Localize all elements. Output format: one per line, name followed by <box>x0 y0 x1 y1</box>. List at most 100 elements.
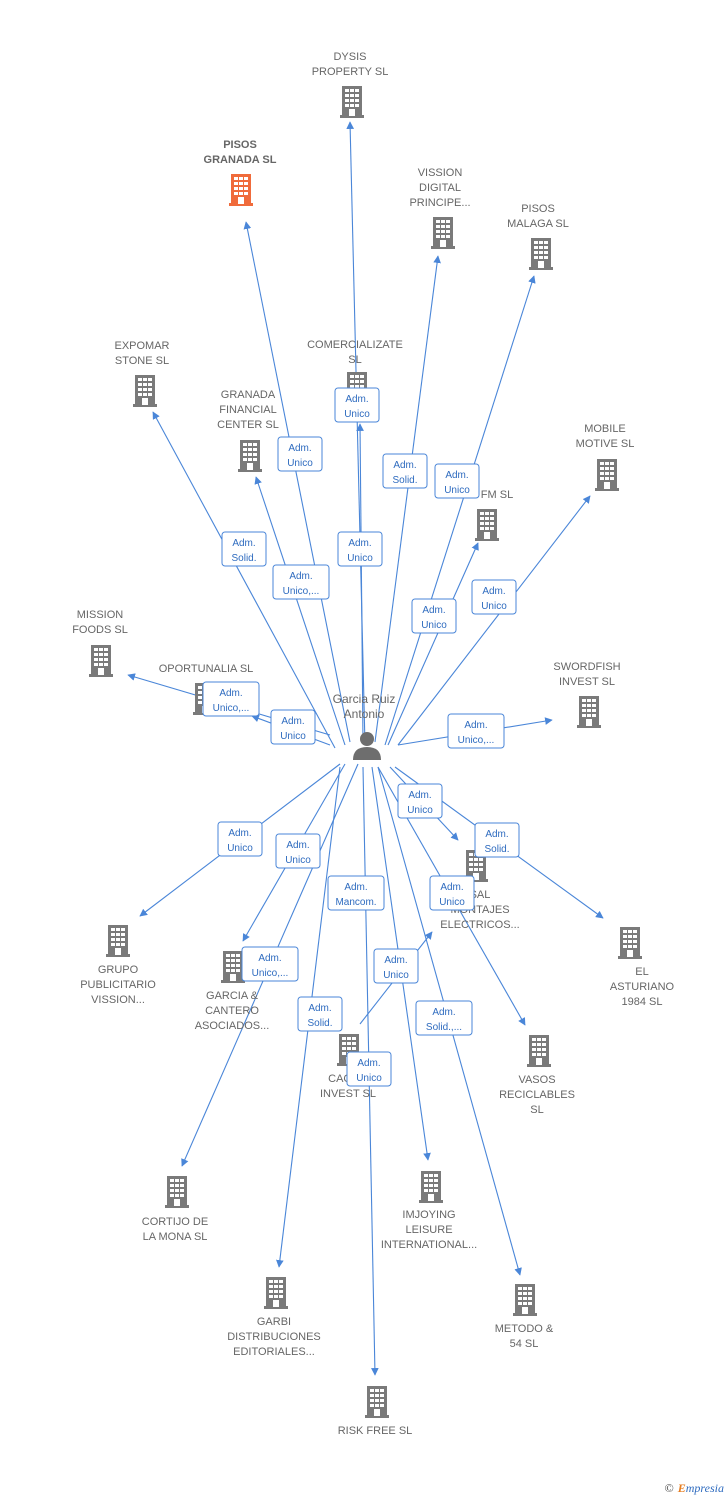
company-name-line: 1984 SL <box>622 996 663 1008</box>
role-badge-garbi: Adm.Solid. <box>297 996 343 1032</box>
role-text: Solid. <box>484 844 509 855</box>
company-node-oportunalia[interactable]: OPORTUNALIA SL <box>159 663 254 715</box>
company-node-metodo[interactable]: METODO &54 SL <box>495 1284 554 1350</box>
role-badge-comercializate: Adm.Unico <box>337 531 383 567</box>
role-text: Unico,... <box>283 586 320 597</box>
role-badge-box <box>337 531 383 567</box>
company-name-line: VISSION... <box>91 994 145 1006</box>
company-node-imjoying[interactable]: IMJOYINGLEISUREINTERNATIONAL... <box>381 1171 477 1251</box>
company-node-grupo-publicitario[interactable]: GRUPO PUBLICITARIO VISSION... <box>80 925 156 1006</box>
role-text: Unico <box>407 805 433 816</box>
role-text: Adm. <box>232 538 255 549</box>
role-text: Adm. <box>288 443 311 454</box>
role-text: Unico <box>285 855 311 866</box>
company-name-line: SWORDFISH <box>553 661 620 673</box>
company-node-sal-montajes[interactable]: SALMONTAJESELECTRICOS... <box>440 850 520 931</box>
company-node-vission-digital[interactable]: VISSIONDIGITALPRINCIPE... <box>409 167 471 249</box>
role-badge-box <box>217 821 263 857</box>
role-text: Adm. <box>393 460 416 471</box>
role-badge-box <box>474 822 520 858</box>
role-text: Adm. <box>345 394 368 405</box>
role-badge-garcia-cantero: Adm.Unico <box>275 833 321 869</box>
building-icon <box>529 238 553 270</box>
company-name-line: PUBLICITARIO <box>80 979 156 991</box>
role-text: Unico <box>344 409 370 420</box>
company-name-line: IMJOYING <box>402 1209 455 1221</box>
company-name-line: EXPOMAR <box>114 340 169 352</box>
brand-name: mpresia <box>685 1481 724 1495</box>
role-text: Adm. <box>422 605 445 616</box>
role-text: Adm. <box>482 586 505 597</box>
role-text: Adm. <box>228 828 251 839</box>
center-node[interactable]: Garcia Ruiz Antonio <box>333 692 396 760</box>
person-icon <box>353 732 381 760</box>
building-icon <box>618 927 642 959</box>
role-badge-box <box>241 946 299 982</box>
role-text: Unico,... <box>252 968 289 979</box>
role-badge-box <box>415 1000 473 1036</box>
role-badge-cortijo: Adm.Unico,... <box>241 946 299 982</box>
role-badge-mobile-motive: Adm. Unico <box>471 579 517 615</box>
company-node-dysis[interactable]: DYSIS PROPERTY SL <box>312 51 389 118</box>
role-text: Adm. <box>308 1003 331 1014</box>
role-text: Unico <box>383 970 409 981</box>
company-name-line: ASOCIADOS... <box>195 1020 270 1032</box>
company-node-garcia-cantero[interactable]: GARCIA &CANTEROASOCIADOS... <box>195 951 270 1032</box>
role-text: Unico <box>481 601 507 612</box>
building-icon <box>165 1176 189 1208</box>
role-badge-box <box>447 713 505 749</box>
role-text: Unico <box>356 1073 382 1084</box>
brand-initial: E <box>677 1481 686 1495</box>
role-badge-pisos-malaga: Adm.Unico <box>434 463 480 499</box>
company-name-line: MISSION <box>77 609 124 621</box>
role-badge-swordfish: Adm.Unico,... <box>447 713 505 749</box>
role-badge-box <box>270 709 316 745</box>
role-badge-caceres: Adm. Unico <box>373 948 419 984</box>
building-icon <box>577 696 601 728</box>
company-node-risk-free[interactable]: RISK FREE SL <box>338 1386 413 1437</box>
building-icon <box>264 1277 288 1309</box>
company-name-line: DYSIS <box>333 51 366 63</box>
edge-granada-financial <box>254 476 346 746</box>
role-badge-box <box>272 564 330 600</box>
role-badge-oportunalia: Adm.Unico <box>270 709 316 745</box>
building-icon <box>106 925 130 957</box>
company-node-garbi[interactable]: GARBIDISTRIBUCIONESEDITORIALES... <box>227 1277 321 1358</box>
company-name-line: PISOS <box>223 139 257 151</box>
role-badge-box <box>471 579 517 615</box>
building-icon <box>238 440 262 472</box>
role-badge-metodo: Adm.Mancom. <box>327 875 385 911</box>
role-text: Adm. <box>485 829 508 840</box>
role-badge-box <box>397 783 443 819</box>
role-badge-box <box>382 453 428 489</box>
edge-expomar <box>152 411 336 749</box>
company-name-line: SL <box>348 354 361 366</box>
role-badge-imjoying: Adm.Solid.,... <box>415 1000 473 1036</box>
edge-pisos-granada <box>243 221 351 743</box>
company-node-fm[interactable]: FM SL <box>475 489 513 541</box>
role-badge-mission-foods: Adm.Unico,... <box>202 681 260 717</box>
role-badge-box <box>411 598 457 634</box>
company-name-line: PROPERTY SL <box>312 66 389 78</box>
role-badge-box <box>429 875 475 911</box>
company-name-line: CENTER SL <box>217 419 279 431</box>
role-text: Adm. <box>219 688 242 699</box>
role-text: Adm. <box>384 955 407 966</box>
company-name-line: GRUPO <box>98 964 139 976</box>
role-text: Adm. <box>357 1058 380 1069</box>
role-badge-granada-financial: Adm.Unico,... <box>272 564 330 600</box>
company-name-line: GRANADA <box>221 389 276 401</box>
company-name-line: ELECTRICOS... <box>440 919 519 931</box>
